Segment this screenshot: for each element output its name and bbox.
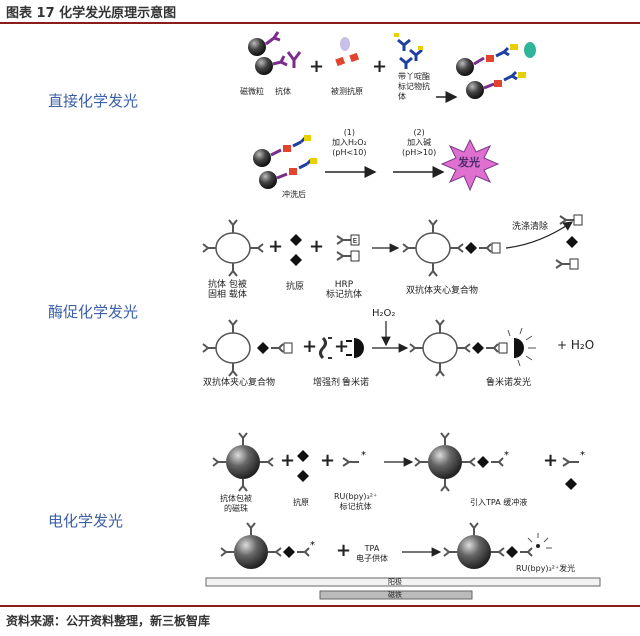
ru-glow-complex-icon (443, 522, 552, 569)
enzyme-row2 (202, 319, 536, 377)
bead-on-anode-icon: * (220, 522, 315, 569)
label-ru-glow: RU(bpy)₃²⁺发光 (516, 564, 576, 573)
washed-complex-icon (253, 135, 317, 189)
label-wash: 冲洗后 (282, 190, 306, 199)
antigen-diamond-icon (290, 234, 302, 266)
electro-antigen-icon (297, 450, 309, 482)
label-antigen: 被测抗原 (331, 87, 363, 96)
plus-2: + (372, 56, 388, 77)
source-note: 资料来源：公开资料整理，新三板智库 (6, 614, 211, 628)
label-magnet: 磁铁 (388, 591, 402, 599)
luminol-glow-complex-icon (409, 319, 536, 377)
label-anode: 阳极 (388, 578, 402, 586)
label-glow: 发光 (458, 156, 480, 169)
plus-4: + (309, 236, 325, 257)
coated-carrier-icon (202, 219, 264, 277)
antigen-icon (335, 37, 360, 67)
plus-7: + (280, 450, 296, 471)
direct-row1 (248, 31, 536, 103)
label-hrp-antibody: HRP 标记抗体 (326, 280, 363, 300)
label-h2o: + H₂O (557, 338, 595, 352)
sandwich-complex-icon (402, 219, 501, 277)
sandwich-complex-2-icon (202, 319, 293, 377)
label-enzyme-antigen: 抗原 (286, 282, 305, 292)
direct-complex-icon (456, 42, 536, 99)
label-luminol-glow: 鲁米诺发光 (486, 378, 532, 388)
label-h2o2: H₂O₂ (372, 308, 396, 319)
svg-text:*: * (504, 450, 509, 461)
plus-5: + (302, 336, 318, 357)
label-wash-clear: 洗涤清除 (512, 222, 549, 232)
section-electro-label: 电化学发光 (48, 512, 124, 530)
anode-bar (205, 577, 601, 587)
label-coated-carrier: 抗体 包被 固相 载体 (208, 280, 247, 300)
glow-burst-icon (440, 138, 500, 192)
label-antibody: 抗体 (275, 87, 291, 96)
hrp-antibody-icon: E (336, 234, 360, 262)
direct-row2 (253, 135, 500, 192)
plus-3: + (268, 236, 284, 257)
acridinium-antibody-icon (394, 33, 423, 69)
figure-title: 图表 17 化学发光原理示意图 (6, 6, 177, 21)
washed-away-icon (555, 214, 583, 270)
label-ru-antibody: RU(bpy)₃²⁺ 标记抗体 (334, 492, 378, 511)
label-sandwich-2: 双抗体夹心复合物 (203, 378, 276, 388)
svg-text:*: * (580, 450, 585, 461)
plus-1: + (309, 56, 325, 77)
plus-9: + (543, 450, 559, 471)
hrp-tag: E (353, 237, 357, 245)
section-enzyme-label: 酶促化学发光 (48, 303, 139, 321)
label-step2: (2) 加入碱 (pH>10) (402, 128, 437, 157)
footer-line (0, 605, 640, 607)
label-tpa-donor: TPA 电子供体 (356, 544, 388, 563)
luminol-icon (346, 338, 364, 358)
electro-row2: * (205, 522, 601, 600)
label-enhancer: 增强剂 (313, 378, 341, 388)
magnet-bar (319, 590, 473, 600)
enhancer-icon (319, 336, 332, 360)
electro-row1: * * * (212, 432, 585, 492)
plus-8: + (320, 450, 336, 471)
free-ru-antibody-icon: * (562, 450, 585, 490)
ru-antibody-icon: * (342, 450, 366, 467)
ru-complex-icon: * (414, 432, 509, 492)
plus-6: + (334, 336, 350, 357)
coated-bead-icon (212, 432, 274, 492)
plus-10: + (336, 540, 352, 561)
label-step1: (1) 加入H₂O₂ (pH<10) (332, 128, 367, 157)
magnetic-particle-icon (248, 31, 288, 75)
svg-text:*: * (361, 450, 366, 461)
section-direct-label: 直接化学发光 (48, 92, 139, 110)
enzyme-row1: E (202, 214, 583, 277)
label-sandwich: 双抗体夹心复合物 (406, 286, 479, 296)
label-tpa-buffer: 引入TPA 缓冲液 (470, 498, 528, 507)
svg-text:*: * (310, 540, 315, 551)
label-acridinium-antibody: 带丫啶酯 标记物抗 体 (398, 72, 430, 101)
label-coated-bead: 抗体包被 的磁珠 (220, 494, 252, 513)
title-bar (0, 0, 640, 24)
label-magnetic-particle: 磁微粒 (240, 87, 264, 96)
label-electro-antigen: 抗原 (293, 498, 309, 507)
label-luminol: 鲁米诺 (342, 378, 370, 388)
antibody-icon (286, 51, 302, 68)
